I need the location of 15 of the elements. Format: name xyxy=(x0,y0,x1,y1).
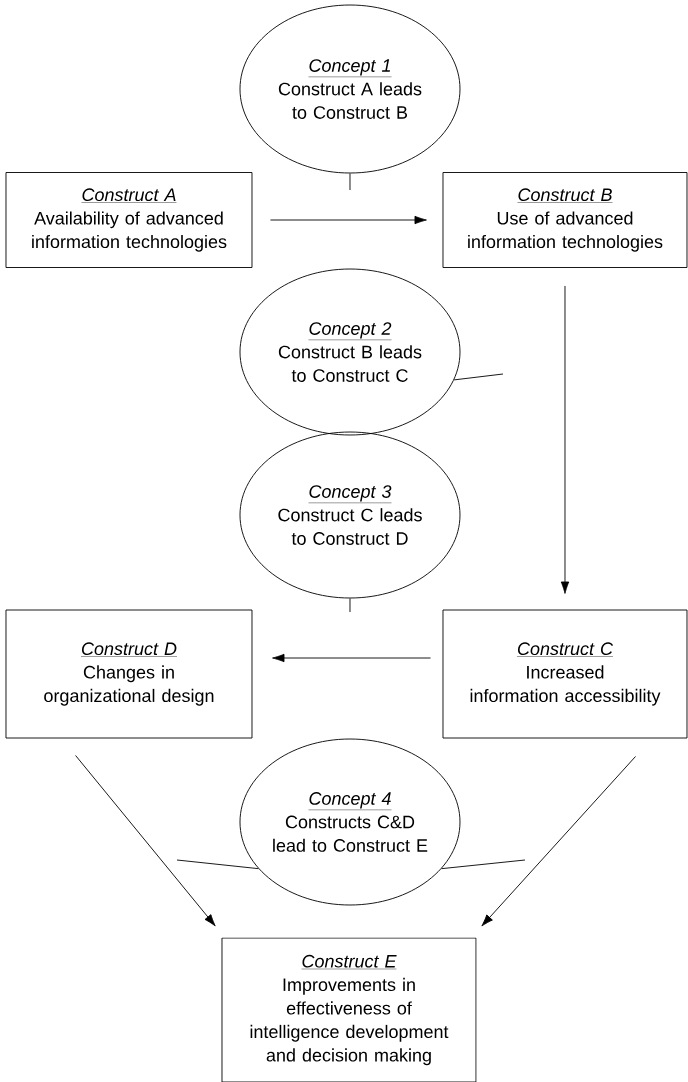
leader-line xyxy=(441,859,526,870)
leader-line xyxy=(349,173,351,191)
arrow xyxy=(75,755,216,927)
leader-line xyxy=(349,598,351,613)
arrow xyxy=(270,215,427,225)
leader-line xyxy=(176,859,259,870)
construct-box: Construct E Improvements in effectiveness of intelligence development and decision making xyxy=(221,937,477,1082)
construct-box: Construct A Availability of advanced information technologies xyxy=(5,172,253,268)
construct-box: Construct C Increased information accessibility xyxy=(442,609,688,739)
construct-box: Construct B Use of advanced information technologies xyxy=(442,172,688,268)
arrow xyxy=(560,285,570,594)
arrow xyxy=(272,653,431,663)
construct-box: Construct D Changes in organizational design xyxy=(5,609,253,739)
leader-line xyxy=(453,373,504,381)
arrow xyxy=(481,756,636,927)
